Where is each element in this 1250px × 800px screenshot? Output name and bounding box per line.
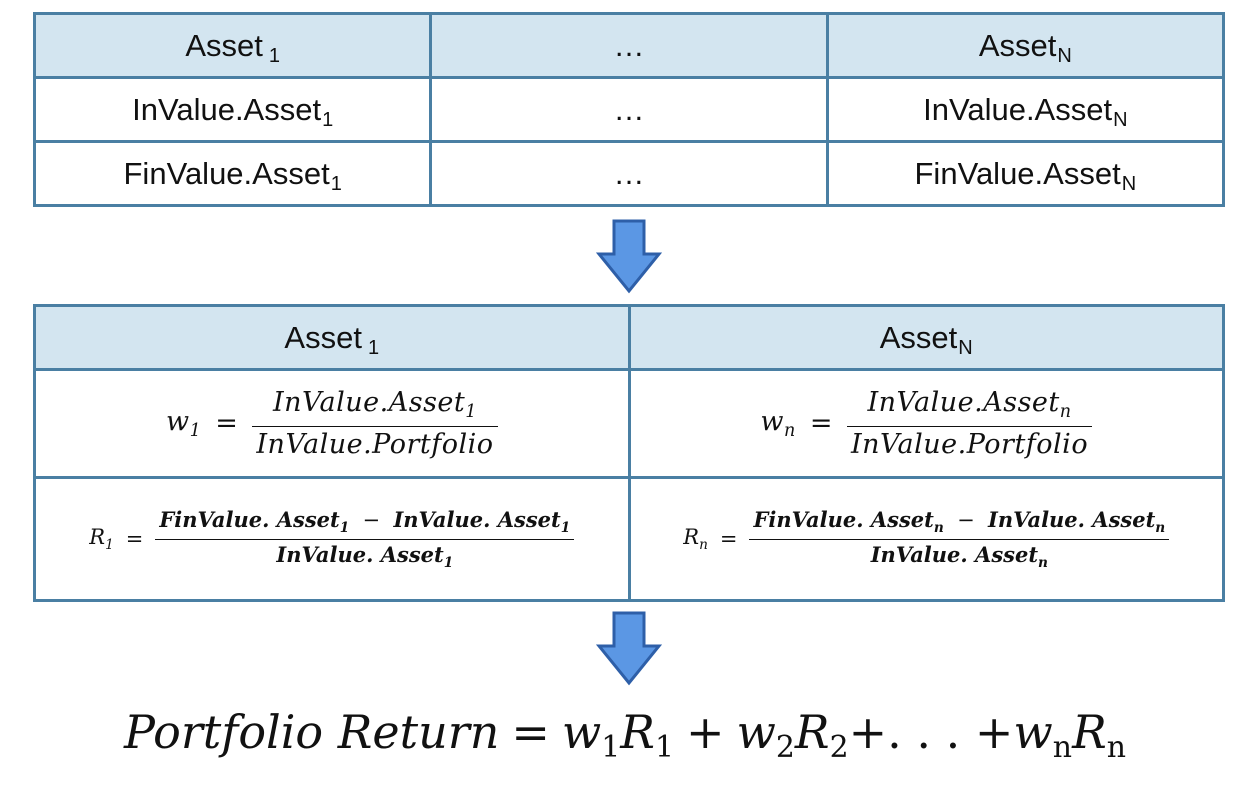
weight-formula-asset-n: wn = InValue.Assetn InValue.Portfolio [627,368,1225,479]
finvalue-asset-n-cell: FinValue.AssetN [825,140,1226,207]
finvalue-ellipsis-cell: … [429,140,829,207]
down-arrow-icon [596,611,662,686]
invalue-asset-n-cell: InValue.AssetN [825,76,1226,143]
header-cell-ellipsis: … [429,12,829,79]
invalue-asset-1-cell: InValue.Asset1 [32,76,433,143]
table-row-finvalue: FinValue.Asset1 … FinValue.AssetN [32,140,1226,207]
invalue-ellipsis-cell: … [429,76,829,143]
return-formula-asset-1: R1 = FinValue. Asset1 − InValue. Asset1 … [33,476,631,602]
portfolio-return-formula: Portfolio Return=w1R1+w2R2+. . . +wnRn [124,705,1126,765]
header-cell-asset-n: AssetN [627,304,1225,371]
weight-formula-row: w1 = InValue.Asset1 InValue.Portfolio wn… [33,368,1225,479]
return-formula-asset-n: Rn = FinValue. Assetn − InValue. Assetn … [627,476,1225,602]
header-cell-asset-n: AssetN [825,12,1226,79]
arrow-shape [596,219,662,294]
weight-formula-asset-1: w1 = InValue.Asset1 InValue.Portfolio [33,368,631,479]
return-formula-row: R1 = FinValue. Asset1 − InValue. Asset1 … [33,476,1225,602]
down-arrow-icon [596,219,662,294]
table-row-invalue: InValue.Asset1 … InValue.AssetN [32,76,1226,143]
formula-lhs: Portfolio Return [124,705,500,759]
arrow-shape [596,611,662,686]
finvalue-asset-1-cell: FinValue.Asset1 [32,140,433,207]
